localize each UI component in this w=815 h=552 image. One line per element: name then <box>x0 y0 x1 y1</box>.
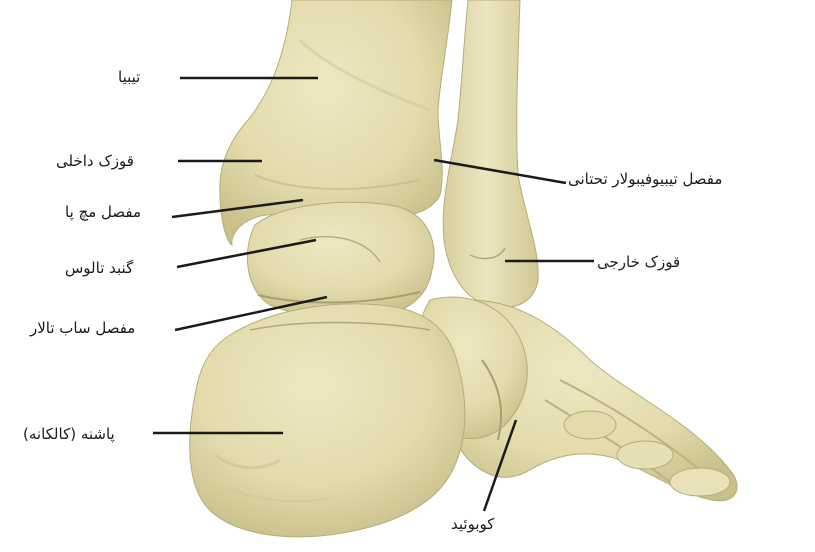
talus-dome-leader-line <box>177 240 316 267</box>
label-lateral-malleolus: قوزک خارجی <box>597 253 680 271</box>
label-talus-dome: گنبد تالوس <box>65 259 133 277</box>
label-subtalar-joint: مفصل ساب تالار <box>30 319 135 337</box>
ankle-joint-leader-line <box>172 200 303 217</box>
label-medial-malleolus: قوزک داخلی <box>56 152 134 170</box>
label-cuboid: کوبوئید <box>451 515 494 533</box>
subtalar-joint-leader-line <box>175 297 327 330</box>
label-tibia: تیبیا <box>118 68 140 86</box>
label-tibiofibular-joint: مفصل تیبیوفیبولار تحتانی <box>568 170 722 188</box>
tibiofibular-joint-leader-line <box>434 160 566 183</box>
label-ankle-joint: مفصل مچ پا <box>65 203 141 221</box>
cuboid-leader-line <box>484 420 516 511</box>
label-calcaneus: پاشنه (کالکانه) <box>23 425 115 443</box>
